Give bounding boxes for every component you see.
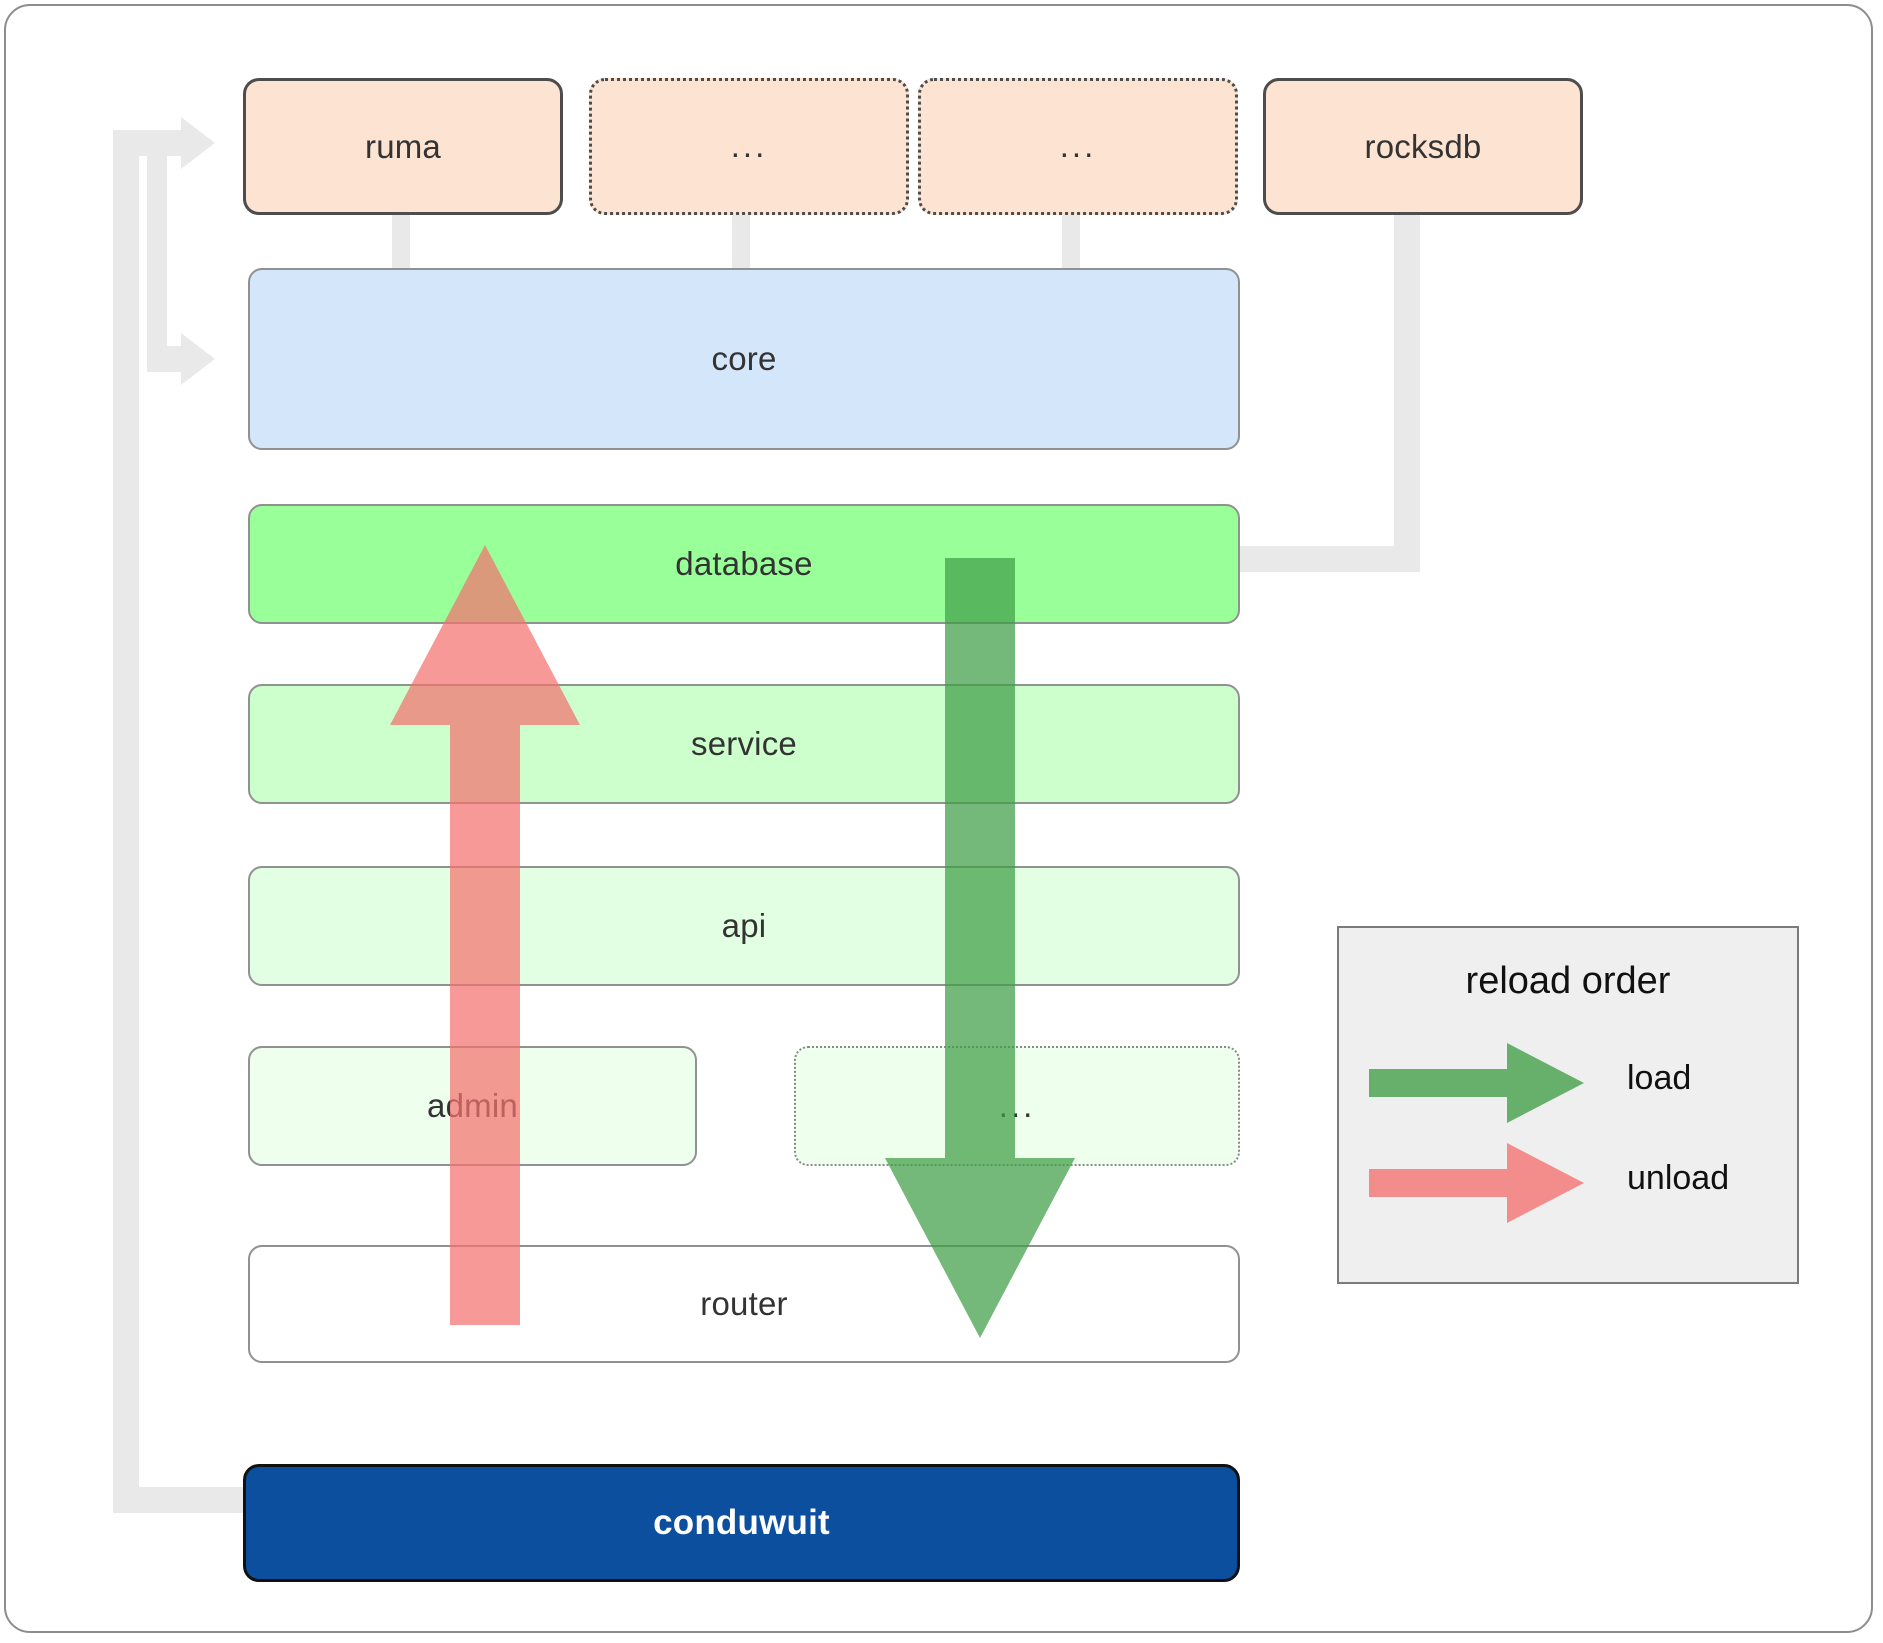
dependency-box-ruma[interactable]: ruma <box>243 78 563 215</box>
connector-trunk-inner <box>147 156 167 346</box>
layer-box-service[interactable]: service <box>248 684 1240 804</box>
core-label: core <box>711 340 777 377</box>
root-box-conduwuit[interactable]: conduwuit <box>243 1464 1240 1582</box>
layer-label: service <box>691 725 797 762</box>
dependency-label: rocksdb <box>1364 127 1482 165</box>
legend-load-arrow-icon <box>1369 1043 1584 1123</box>
core-box[interactable]: core <box>248 268 1240 450</box>
layer-box-ellipsis[interactable]: ... <box>794 1046 1240 1166</box>
legend-load-label: load <box>1627 1059 1692 1097</box>
connector-trunk-vertical <box>113 130 139 1513</box>
layer-box-api[interactable]: api <box>248 866 1240 986</box>
dependency-label: ... <box>730 127 768 165</box>
legend-unload-label: unload <box>1627 1159 1730 1197</box>
layer-label: ... <box>998 1086 1036 1124</box>
dependency-label: ... <box>1059 127 1097 165</box>
connector-arrow-core <box>181 333 215 385</box>
legend-panel: reload order load unload <box>1337 926 1799 1284</box>
dependency-label: ruma <box>365 127 441 165</box>
layer-box-database[interactable]: database <box>248 504 1240 624</box>
connector-branch-conduwuit <box>113 1487 243 1513</box>
legend-unload-arrow-icon <box>1369 1143 1584 1223</box>
layer-label: router <box>700 1285 788 1322</box>
layer-box-router[interactable]: router <box>248 1245 1240 1363</box>
dependency-box-ellipsis-1[interactable]: ... <box>589 78 909 215</box>
diagram-frame <box>4 4 1873 1633</box>
layer-label: admin <box>427 1087 518 1124</box>
connector-branch-core <box>147 346 181 372</box>
connector-core-to-dots1-stem <box>732 215 750 275</box>
dependency-box-ellipsis-2[interactable]: ... <box>918 78 1238 215</box>
legend-title: reload order <box>1465 960 1671 1002</box>
connector-core-to-ruma-stem <box>392 215 410 275</box>
root-label: conduwuit <box>653 1503 830 1542</box>
connector-core-to-dots2-stem <box>1062 215 1080 275</box>
dependency-box-rocksdb[interactable]: rocksdb <box>1263 78 1583 215</box>
connector-arrow-ruma <box>181 117 215 169</box>
layer-label: database <box>675 545 813 582</box>
layer-label: api <box>721 907 767 944</box>
connector-database-right <box>1240 546 1420 572</box>
connector-rocksdb-vertical <box>1394 215 1420 572</box>
connector-branch-ruma <box>113 130 181 156</box>
layer-box-admin[interactable]: admin <box>248 1046 697 1166</box>
